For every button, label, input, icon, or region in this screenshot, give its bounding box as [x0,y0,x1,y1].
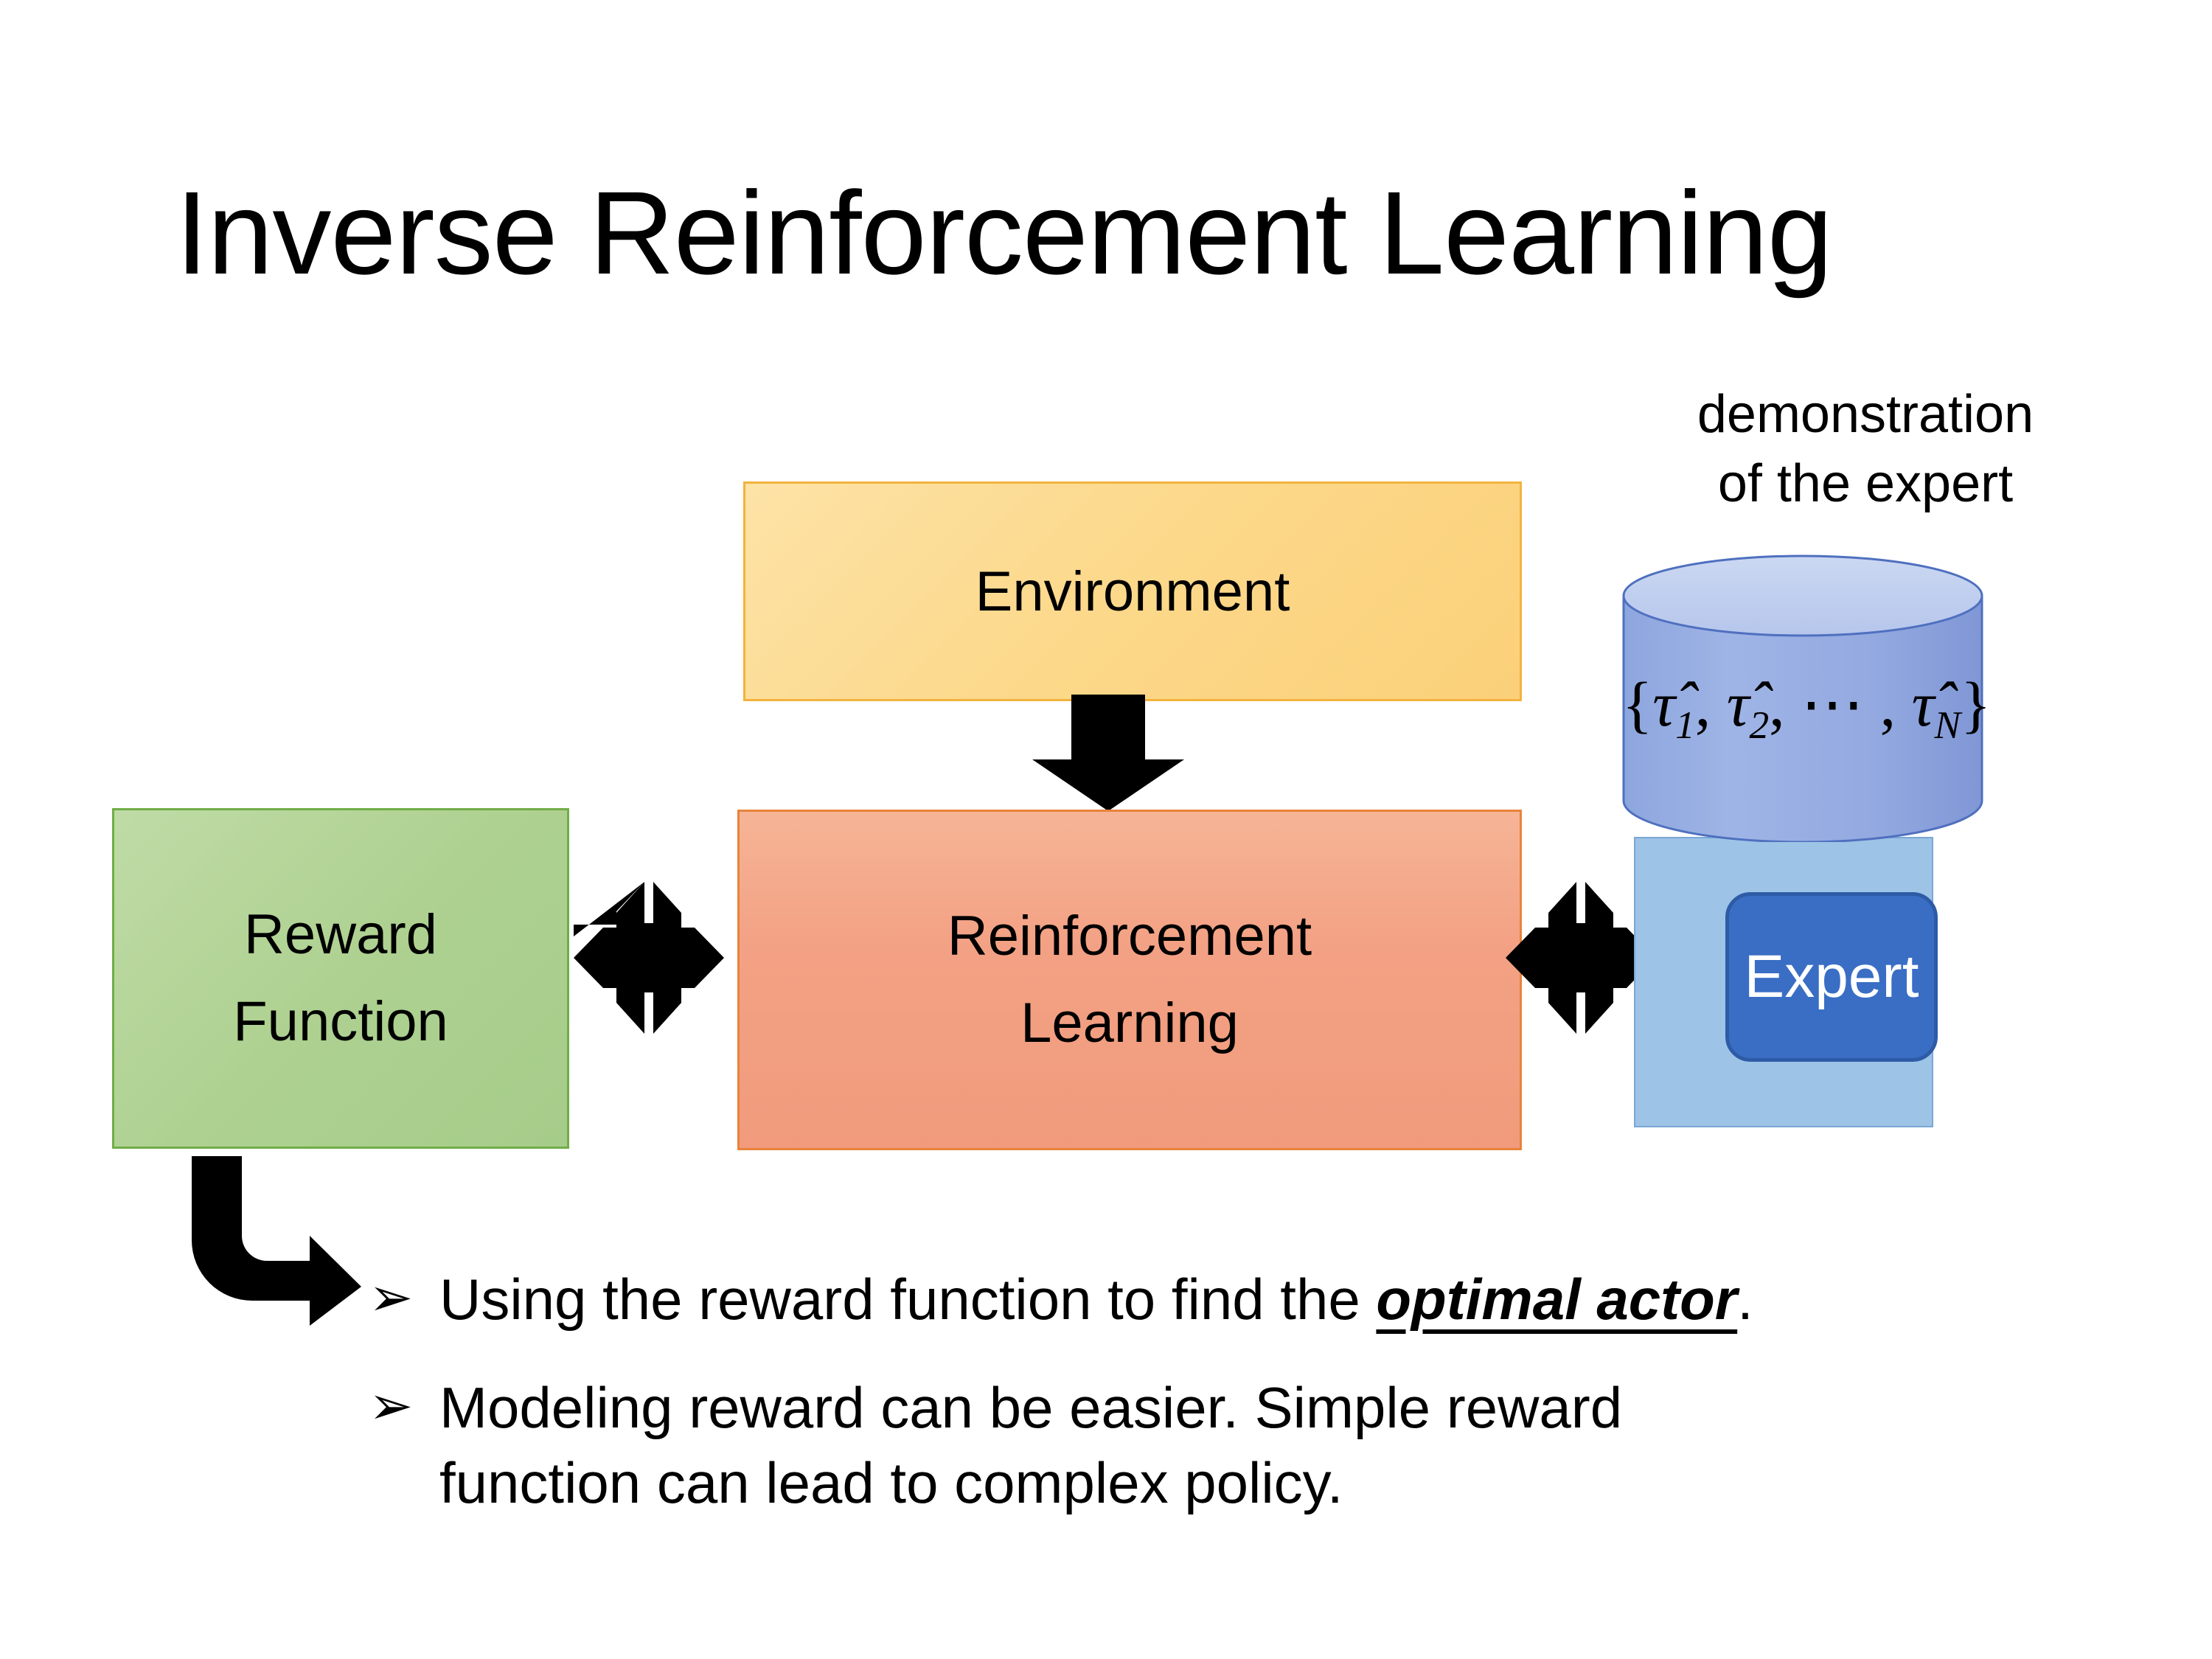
demonstration-label-line1: demonstration [1697,385,2034,444]
list-item: ➢ Using the reward function to find the o… [363,1262,2059,1337]
list-item: ➢ Modeling reward can be easier. Simple r… [363,1371,2059,1520]
reward-function-box[interactable]: Reward Function [112,808,569,1149]
bullet-2-line1: Modeling reward can be easier. Simple re… [439,1375,1623,1441]
bullet-1-emphasis: optimal actor [1376,1267,1738,1332]
chevron-right-icon: ➢ [369,1377,414,1436]
trajectory-set-formula: {τ̂1, τ̂2, ⋯ , τ̂N} [1622,669,1992,748]
page-title: Inverse Reinforcement Learning [175,167,1833,299]
expert-button-label: Expert [1744,943,1919,1010]
environment-box[interactable]: Environment [743,481,1522,701]
four-way-arrow-right [1506,882,1656,1034]
four-way-arrow-left [574,882,724,1034]
elbow-arrow-reward-to-bullets [192,1156,361,1326]
bullet-list: ➢ Using the reward function to find the o… [363,1262,2059,1554]
reward-function-box-label: Reward Function [233,903,448,1053]
reinforcement-learning-box-label: Reinforcement Learning [947,905,1312,1054]
demonstration-label: demonstration of the expert [1652,380,2079,518]
demonstration-label-line2: of the expert [1717,453,2014,513]
chevron-right-icon: ➢ [369,1268,414,1327]
environment-box-label: Environment [975,560,1290,623]
reinforcement-learning-box[interactable]: Reinforcement Learning [737,810,1522,1150]
bullet-1-text-after: . [1737,1267,1753,1332]
bullet-2-line2: function can lead to complex policy. [439,1450,1343,1515]
expert-button[interactable]: Expert [1725,892,1938,1062]
down-arrow-env-to-rl [1032,695,1184,811]
trajectory-cylinder [1622,554,1983,842]
bullet-1-text-before: Using the reward function to find the [439,1267,1377,1332]
